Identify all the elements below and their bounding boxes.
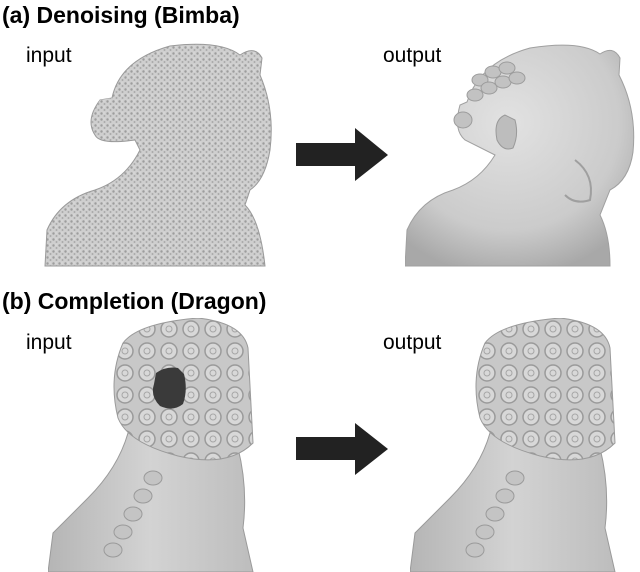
right-arrow-icon <box>296 128 390 182</box>
right-arrow-icon <box>296 423 390 477</box>
dragon-with-hole-image <box>48 318 258 572</box>
panel-a-title: (a) Denoising (Bimba) <box>2 2 240 28</box>
panel-b-output-label: output <box>383 331 442 354</box>
smooth-bimba-bust-image <box>405 40 640 270</box>
hole-region <box>152 367 186 409</box>
noisy-bimba-bust-image <box>40 40 280 270</box>
completed-dragon-image <box>410 318 620 572</box>
panel-a-input-label: input <box>26 44 72 67</box>
panel-b-title: (b) Completion (Dragon) <box>2 288 267 314</box>
panel-a-output-label: output <box>383 44 442 67</box>
panel-b-input-label: input <box>26 331 72 354</box>
